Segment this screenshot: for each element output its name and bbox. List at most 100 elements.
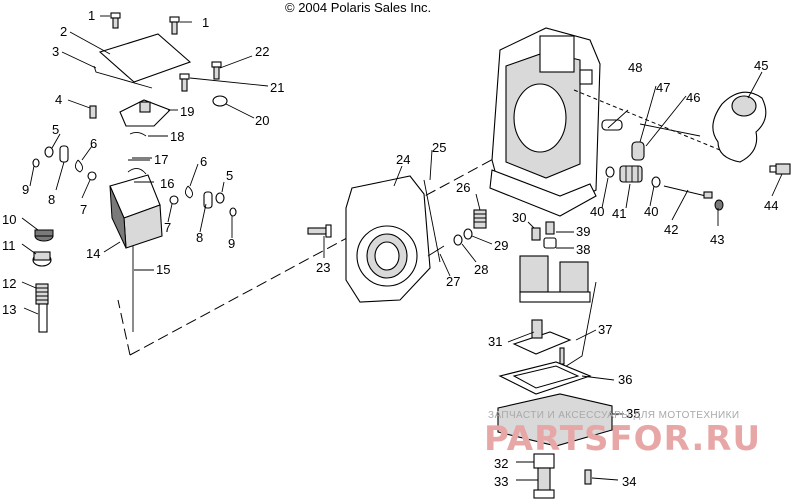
callout-label: 29 <box>494 238 508 253</box>
gasket-25 <box>423 179 441 263</box>
callout-label: 42 <box>664 222 678 237</box>
callout-label: 7 <box>80 202 87 217</box>
screw-27 <box>427 245 445 257</box>
main-jet-33 <box>533 467 555 499</box>
callout-label: 45 <box>754 58 768 73</box>
washer-40b <box>651 176 661 188</box>
o-ring-28 <box>453 234 463 246</box>
jet-13 <box>38 303 48 333</box>
callout-label: 3 <box>52 44 59 59</box>
shaft-36-dashed <box>573 89 721 151</box>
washer-40a <box>605 166 615 178</box>
link-bracket-19 <box>119 99 171 127</box>
callout-label: 13 <box>2 302 16 317</box>
ring-7a <box>87 171 97 181</box>
copyright-text: © 2004 Polaris Sales Inc. <box>285 0 431 15</box>
callout-label: 25 <box>432 140 446 155</box>
callout-label: 39 <box>576 224 590 239</box>
washer-5a <box>44 146 54 158</box>
spring-clip-8a <box>59 145 69 163</box>
callout-label: 28 <box>474 262 488 277</box>
callout-label: 20 <box>255 113 269 128</box>
jet-39 <box>545 221 555 235</box>
pin-46 <box>639 123 701 137</box>
callout-label: 24 <box>396 152 410 167</box>
callout-label: 4 <box>55 92 62 107</box>
cover-gasket <box>93 65 153 89</box>
slide-housing-24 <box>345 175 431 303</box>
nut-20 <box>212 95 228 107</box>
callout-label: 31 <box>488 334 502 349</box>
callout-label: 18 <box>170 129 184 144</box>
callout-label: 33 <box>494 474 508 489</box>
callout-label: 37 <box>598 322 612 337</box>
callout-label: 34 <box>622 474 636 489</box>
screw-1a <box>110 12 121 29</box>
callout-label: 40 <box>644 204 658 219</box>
callout-label: 35 <box>626 406 640 421</box>
plug-38 <box>543 237 557 249</box>
callout-label: 38 <box>576 242 590 257</box>
callout-label: 1 <box>88 8 95 23</box>
callout-label: 44 <box>764 198 778 213</box>
carburetor-body <box>489 27 601 217</box>
callout-label: 8 <box>196 230 203 245</box>
callout-label: 12 <box>2 276 16 291</box>
callout-label: 41 <box>612 206 626 221</box>
callout-label: 9 <box>228 236 235 251</box>
callout-label: 48 <box>628 60 642 75</box>
callout-label: 6 <box>90 136 97 151</box>
washer-9a <box>32 158 40 168</box>
callout-label: 27 <box>446 274 460 289</box>
callout-label: 36 <box>618 372 632 387</box>
o-ring-29 <box>463 228 473 240</box>
callout-label: 47 <box>656 80 670 95</box>
callout-label: 15 <box>156 262 170 277</box>
float-37 <box>519 255 591 303</box>
callout-label: 14 <box>86 246 100 261</box>
callout-label: 11 <box>2 238 16 253</box>
callout-label: 5 <box>226 168 233 183</box>
plunger-47 <box>631 141 645 161</box>
float-bracket-37 <box>559 281 597 371</box>
callout-label: 46 <box>686 90 700 105</box>
pin-42 <box>663 185 713 199</box>
screw-34 <box>584 469 592 485</box>
clip-6a <box>75 159 83 173</box>
screw-23 <box>307 224 332 238</box>
screw-22 <box>211 61 222 80</box>
cap-43 <box>714 199 724 211</box>
dashed-divider-line-left <box>117 299 131 356</box>
callout-label: 19 <box>180 104 194 119</box>
spring-26 <box>473 209 487 229</box>
callout-label: 43 <box>710 232 724 247</box>
throttle-plate-14 <box>109 174 163 249</box>
dashed-divider-line <box>129 149 511 356</box>
needle-clip-16 <box>127 168 147 175</box>
callout-label: 16 <box>160 176 174 191</box>
callout-label: 32 <box>494 456 508 471</box>
callout-label: 23 <box>316 260 330 275</box>
callout-label: 2 <box>60 24 67 39</box>
watermark-tagline: ЗАПЧАСТИ И АКСЕССУАРЫ ДЛЯ МОТОТЕХНИКИ <box>488 410 739 421</box>
pin-31b <box>559 347 565 365</box>
callout-label: 5 <box>52 122 59 137</box>
screw-4 <box>89 105 97 119</box>
callout-label: 30 <box>512 210 526 225</box>
callout-label: 10 <box>2 212 16 227</box>
throttle-cam-45 <box>712 91 767 163</box>
callout-labels: 1 1 2 3 4 5 5 6 6 7 7 8 8 9 9 10 11 12 1… <box>2 8 778 489</box>
spring-41 <box>619 165 643 183</box>
callout-label: 22 <box>255 44 269 59</box>
clip-6b <box>185 185 193 199</box>
washer-5b <box>215 192 225 204</box>
callout-label: 21 <box>270 80 284 95</box>
callout-label: 26 <box>456 180 470 195</box>
callout-label: 6 <box>200 154 207 169</box>
screw-1b <box>169 16 180 35</box>
plug-11 <box>32 251 52 267</box>
ring-7b <box>169 195 179 205</box>
callout-label: 9 <box>22 182 29 197</box>
callout-label: 7 <box>164 220 171 235</box>
